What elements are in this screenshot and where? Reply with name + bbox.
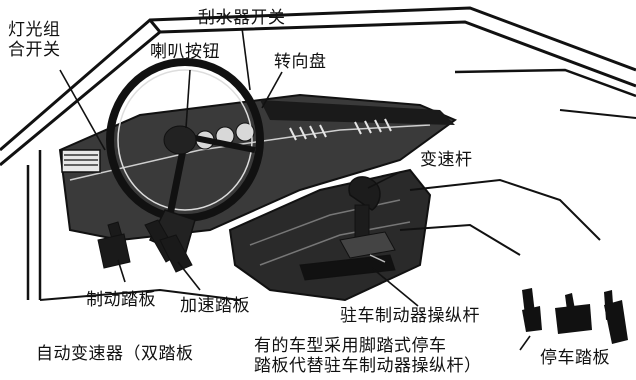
accelerator-pedal-graphic — [144, 219, 193, 273]
steering-wheel-label: 转向盘 — [274, 52, 327, 72]
right-window-edge — [454, 68, 636, 98]
windshield-frame — [0, 6, 636, 167]
right-door-line — [559, 109, 636, 119]
wiper-switch-label: 刮水器开关 — [198, 8, 286, 28]
parking-pedal-inset — [522, 288, 628, 344]
brake-pedal-label: 制动踏板 — [86, 290, 156, 310]
gear-lever-label: 变速杆 — [420, 150, 473, 170]
foot-parking-note: 有的车型采用脚踏式停车 踏板代替驻车制动器操纵杆） — [254, 336, 482, 376]
steering-wheel-graphic — [106, 58, 264, 257]
automatic-transmission-label: 自动变速器（双踏板 — [36, 344, 194, 364]
light-switch-label-line2: 合开关 — [8, 40, 61, 60]
door-panel — [26, 150, 42, 300]
gear-lever-graphic — [339, 176, 396, 259]
foot-parking-note-line2: 踏板代替驻车制动器操纵杆） — [254, 356, 482, 376]
accelerator-pedal-label: 加速踏板 — [180, 296, 250, 316]
parking-brake-lever-label: 驻车制动器操纵杆 — [340, 306, 480, 326]
parking-brake-lever-graphic — [299, 254, 396, 281]
floor-seat-outline — [39, 178, 601, 301]
horn-button-label: 喇叭按钮 — [150, 42, 220, 62]
parking-pedal-label: 停车踏板 — [540, 348, 610, 368]
leader-lines — [59, 27, 531, 351]
light-switch-label: 灯光组 合开关 — [8, 20, 61, 60]
light-switch-label-line1: 灯光组 — [8, 20, 61, 40]
foot-parking-note-line1: 有的车型采用脚踏式停车 — [254, 336, 447, 356]
brake-pedal-graphic — [97, 221, 131, 269]
